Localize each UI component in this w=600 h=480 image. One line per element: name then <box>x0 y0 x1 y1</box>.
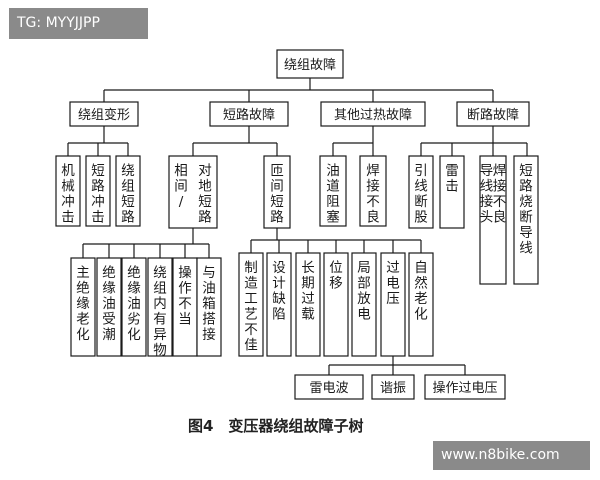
connector-turn <box>250 228 422 253</box>
turn-child-3-box <box>323 252 349 357</box>
phase-to-ground-short-label: 相间/对地短路 <box>174 163 212 226</box>
open-child-1-box <box>439 155 465 229</box>
phase-child-2-box <box>121 257 147 357</box>
short-circuit-fault-label: 短路故障 <box>223 107 275 123</box>
phase-child-5-label: 与油箱搭接 <box>202 265 216 343</box>
tree-boxes <box>55 49 539 400</box>
turn-child-1-box <box>266 252 292 357</box>
figure-caption: 图4 变压器绕组故障子树 <box>188 417 363 435</box>
short-circuit-fault-box <box>209 101 289 127</box>
deform-child-1-label: 短路冲击 <box>91 163 105 226</box>
phase-child-0-label: 主绝缘老化 <box>76 265 90 343</box>
phase-child-5-box <box>196 257 222 357</box>
phase-to-ground-short-box <box>168 155 218 229</box>
turn-child-2-label: 长期过载 <box>301 260 315 323</box>
overvoltage-child-0-label: 雷电波 <box>309 381 348 396</box>
root-winding-fault-box <box>276 49 344 79</box>
turn-to-turn-short-label: 匝间短路 <box>270 163 284 226</box>
deform-child-2-box <box>115 155 141 227</box>
phase-child-3-box <box>147 257 173 357</box>
connector-root <box>103 78 494 102</box>
phase-child-3-label: 绕组内有异物 <box>153 265 167 359</box>
deform-child-2-label: 绕组短路 <box>121 163 135 226</box>
turn-child-0-label: 制造工艺不佳 <box>244 260 258 354</box>
overheat-child-0-box <box>319 155 347 227</box>
open-child-1-label: 雷击 <box>445 163 459 195</box>
open-child-3-box <box>513 155 539 285</box>
deform-child-0-box <box>55 155 81 227</box>
root-winding-fault-label: 绕组故障 <box>284 58 336 73</box>
connector-open <box>420 126 528 156</box>
other-overheat-fault-label: 其他过热故障 <box>334 108 412 123</box>
overvoltage-child-0-box <box>294 374 364 400</box>
phase-child-4-label: 操作不当 <box>178 265 192 328</box>
phase-child-0-box <box>70 257 96 357</box>
corner-tag-watermark: TG: MYYJJPP <box>9 8 148 39</box>
turn-child-0-box <box>238 252 264 357</box>
turn-to-turn-short-box <box>263 155 291 229</box>
tree-connectors <box>67 78 528 375</box>
turn-child-6-label: 自然老化 <box>414 260 428 323</box>
turn-child-2-box <box>295 252 321 357</box>
overvoltage-child-2-box <box>424 374 506 400</box>
turn-child-5-label: 过电压 <box>386 260 400 307</box>
overvoltage-child-1-box <box>371 374 415 400</box>
open-circuit-fault-box <box>456 101 530 127</box>
open-child-0-label: 引线断股 <box>414 163 428 226</box>
overheat-child-1-label: 焊接不良 <box>366 163 380 226</box>
overvoltage-child-2-label: 操作过电压 <box>432 380 497 396</box>
open-child-2-label: 导线接头焊接不良 <box>480 163 507 226</box>
phase-child-1-box <box>96 257 122 357</box>
deform-child-1-box <box>85 155 111 227</box>
turn-child-4-box <box>351 252 377 357</box>
overvoltage-child-1-label: 谐振 <box>380 381 406 396</box>
connector-overvoltage <box>328 356 466 375</box>
overheat-child-0-label: 油道阻塞 <box>326 163 340 226</box>
open-circuit-fault-label: 断路故障 <box>467 107 519 123</box>
turn-child-4-label: 局部放电 <box>357 260 371 323</box>
open-child-0-box <box>408 155 434 229</box>
winding-deformation-label: 绕组变形 <box>78 107 130 123</box>
connector-phase <box>82 228 210 258</box>
turn-child-3-label: 位移 <box>329 260 343 292</box>
turn-child-1-label: 设计缺陷 <box>272 260 286 323</box>
turn-child-5-box <box>380 252 406 357</box>
site-watermark: www.n8bike.com <box>433 441 590 470</box>
phase-child-4-box <box>172 257 198 357</box>
open-child-2-box <box>479 155 507 285</box>
other-overheat-fault-box <box>320 101 426 127</box>
phase-child-2-label: 绝缘油劣化 <box>127 265 141 343</box>
phase-child-1-label: 绝缘油受潮 <box>102 265 116 343</box>
connector-deform <box>67 126 129 156</box>
turn-child-6-box <box>408 252 434 357</box>
deform-child-0-label: 机械冲击 <box>61 163 75 226</box>
winding-deformation-box <box>69 101 139 127</box>
connector-short <box>192 126 278 156</box>
open-child-3-label: 短路烧断导线 <box>519 163 533 257</box>
overheat-child-1-box <box>359 155 387 227</box>
connector-overheat <box>332 126 374 156</box>
